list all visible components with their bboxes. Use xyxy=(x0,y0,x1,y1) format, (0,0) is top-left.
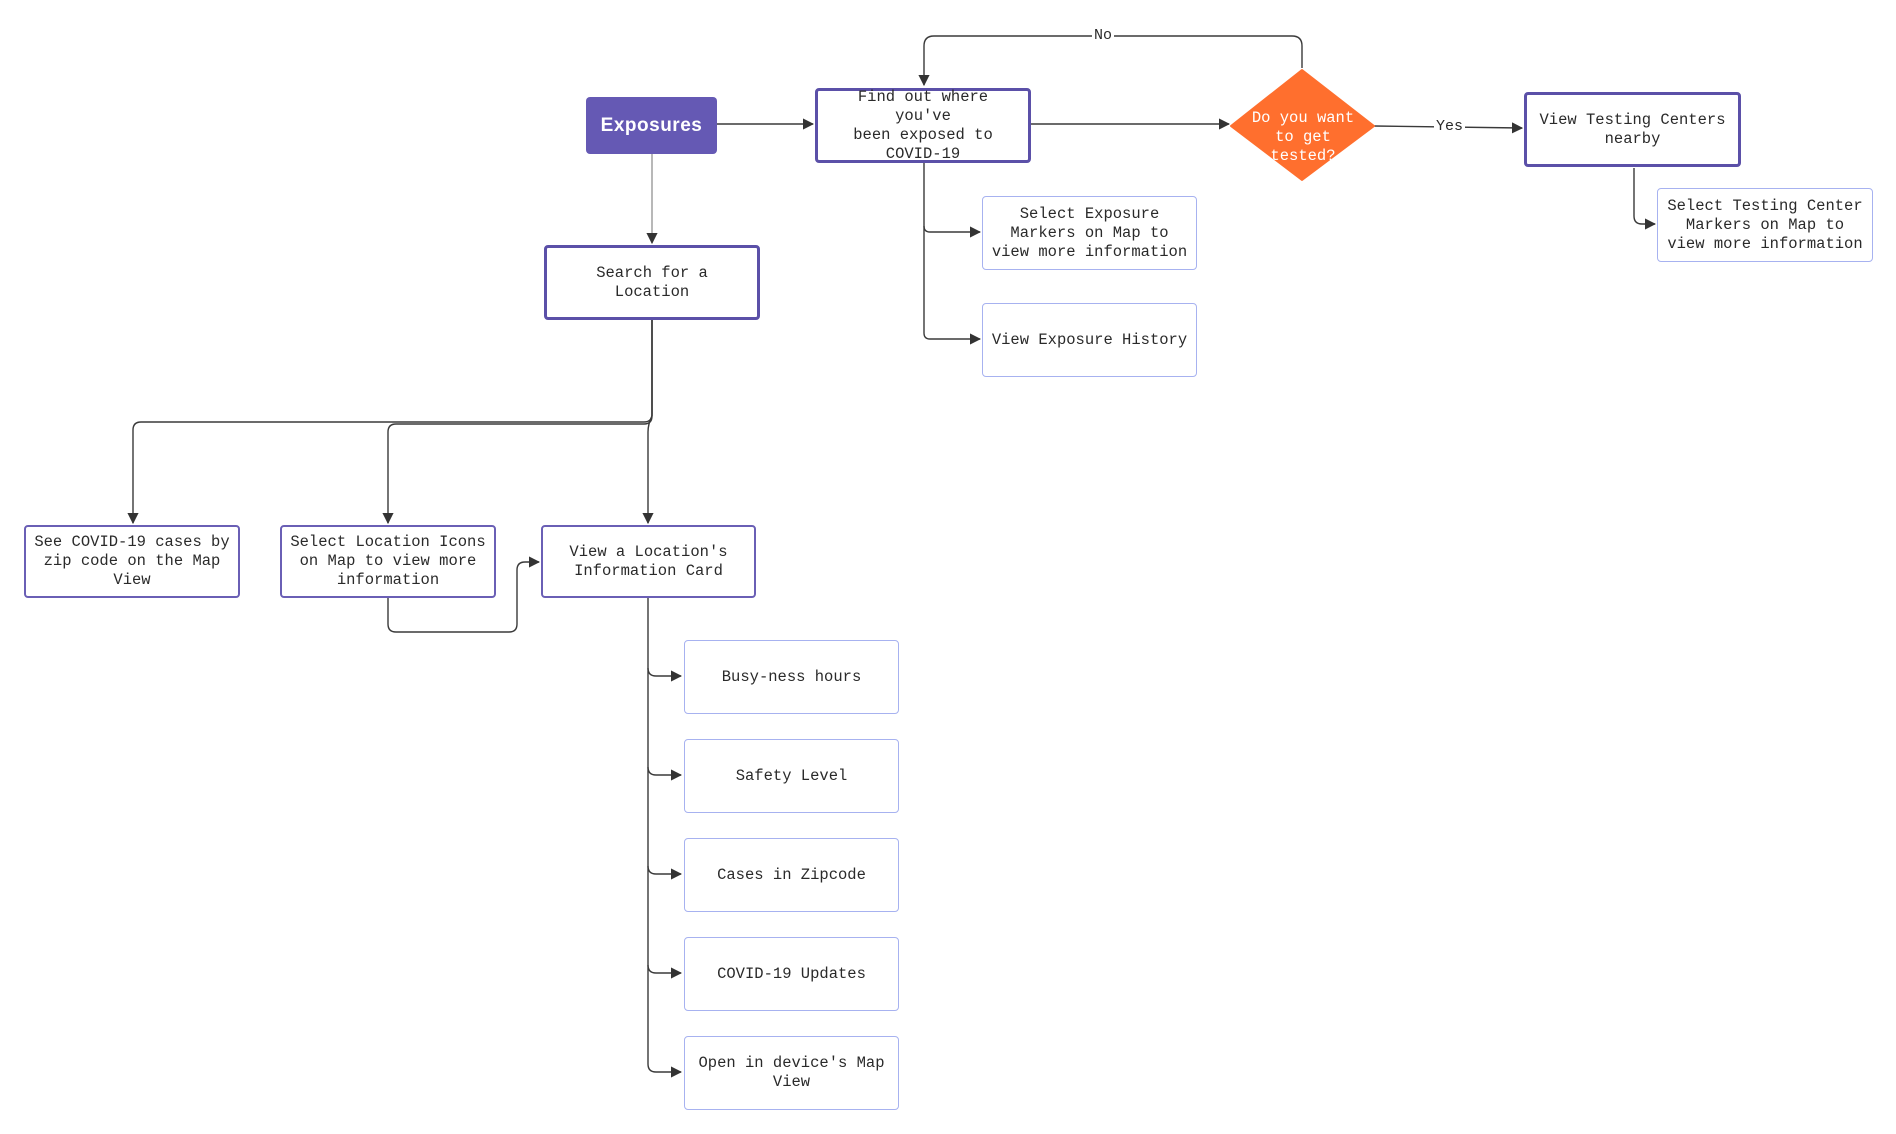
search-location-node: Search for a Location xyxy=(544,245,760,320)
edge-search-to-location-icons xyxy=(382,320,653,525)
edge-info-to-busyness xyxy=(647,598,683,682)
find-out-exposure-node: Find out where you've been exposed to CO… xyxy=(815,88,1031,163)
covid-updates-node: COVID-19 Updates xyxy=(684,937,899,1011)
view-exposure-history-node: View Exposure History xyxy=(982,303,1197,377)
edge-findout-to-history xyxy=(923,226,982,345)
select-location-icons-node: Select Location Icons on Map to view mor… xyxy=(280,525,496,598)
cases-in-zipcode-node: Cases in Zipcode xyxy=(684,838,899,912)
select-exposure-markers-node: Select Exposure Markers on Map to view m… xyxy=(982,196,1197,270)
decision-node-label: Do you want to get tested? xyxy=(1251,108,1355,165)
edge-search-to-info-card xyxy=(642,320,654,525)
decision-diamond xyxy=(1230,69,1375,181)
exposures-start-node: Exposures xyxy=(586,97,717,154)
edge-label-yes: Yes xyxy=(1434,118,1466,135)
edge-info-to-devicemap xyxy=(647,965,683,1078)
edge-findout-to-exposure-markers xyxy=(923,163,982,238)
open-device-map-node: Open in device's Map View xyxy=(684,1036,899,1110)
edge-label-no: No xyxy=(1092,27,1115,44)
edge-info-to-safety xyxy=(647,668,683,781)
edge-location-icons-to-info-card xyxy=(387,556,541,633)
edge-search-to-covid-cases xyxy=(127,320,653,525)
see-covid-cases-node: See COVID-19 cases by zip code on the Ma… xyxy=(24,525,240,598)
safety-level-node: Safety Level xyxy=(684,739,899,813)
view-testing-centers-node: View Testing Centers nearby xyxy=(1524,92,1741,167)
edge-testingcenters-to-markers xyxy=(1633,168,1657,230)
edge-info-to-cases xyxy=(647,767,683,880)
edge-info-to-updates xyxy=(647,866,683,979)
busyness-hours-node: Busy-ness hours xyxy=(684,640,899,714)
view-info-card-node: View a Location's Information Card xyxy=(541,525,756,598)
select-testing-markers-node: Select Testing Center Markers on Map to … xyxy=(1657,188,1873,262)
